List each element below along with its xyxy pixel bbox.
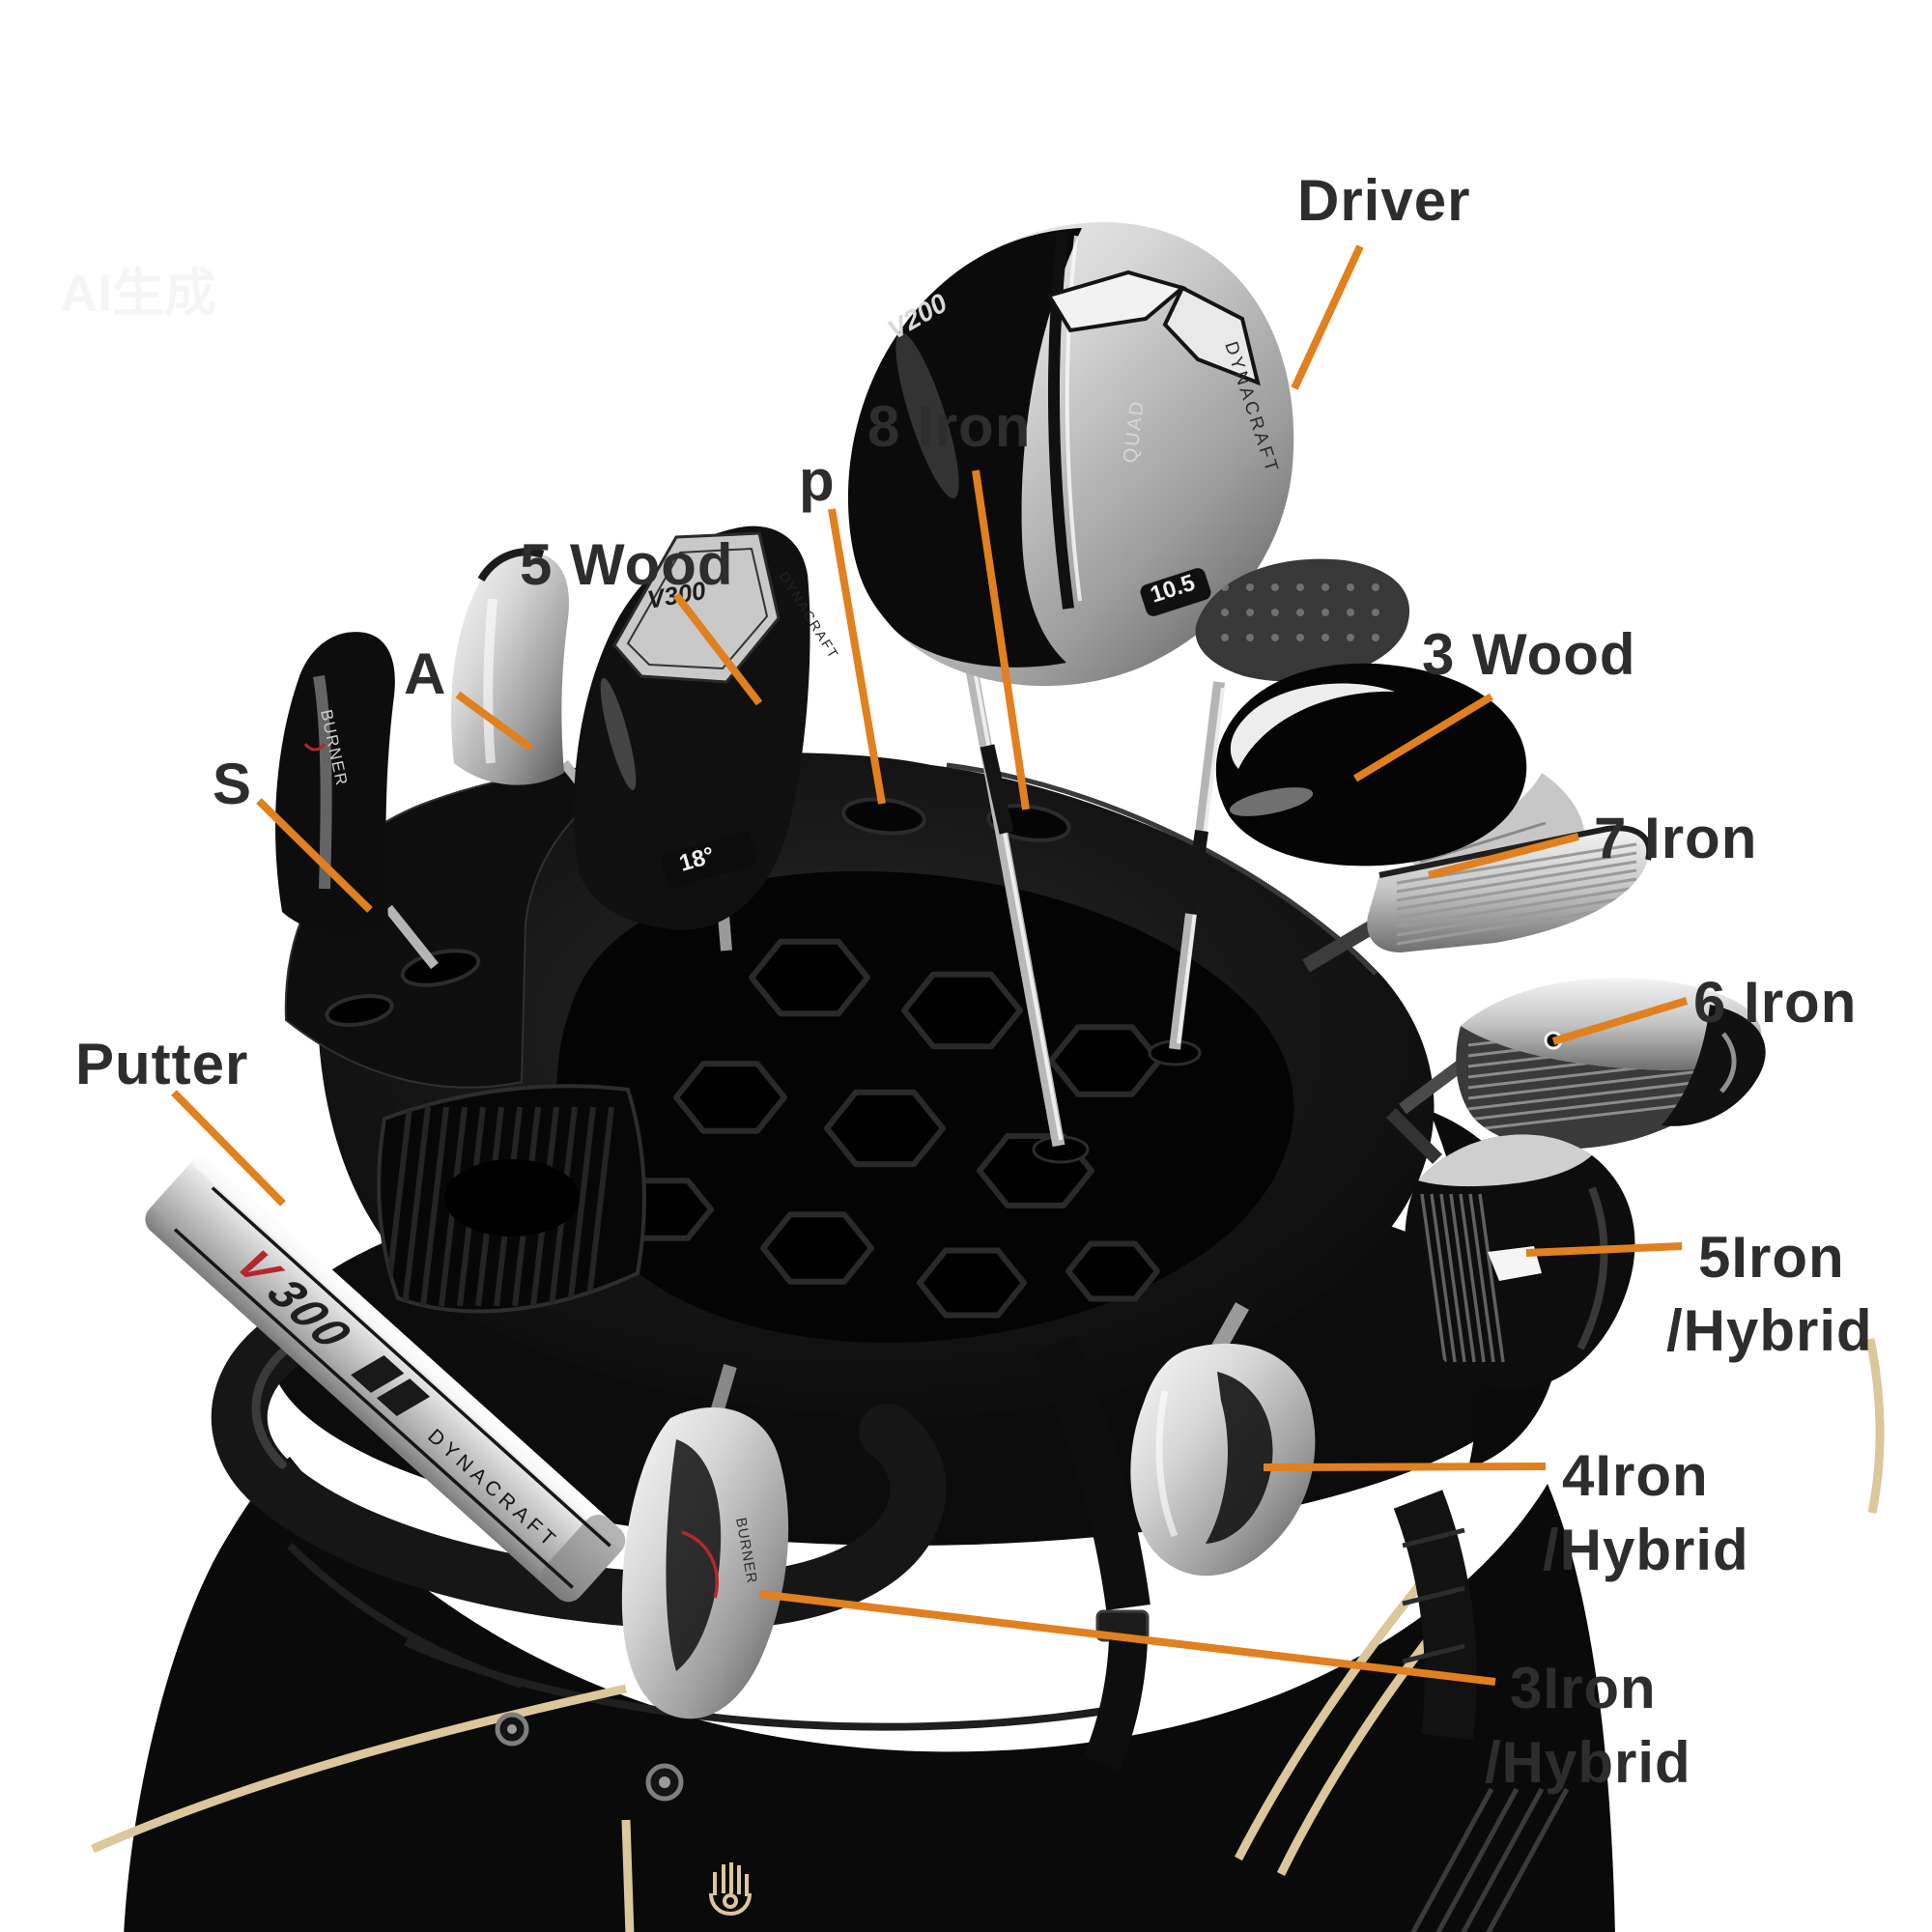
leader-line-wedge-s [256, 798, 373, 913]
hybrid-5-head [1386, 1108, 1635, 1390]
slot-p-wedge [841, 797, 926, 836]
label-iron-4: 4Iron [1562, 1443, 1709, 1508]
tray-hex-hole [760, 1211, 874, 1285]
label-iron-6: 6 Iron [1693, 970, 1857, 1035]
label-iron-5-hybrid: /Hybrid [1666, 1298, 1873, 1363]
label-putter: Putter [75, 1032, 248, 1096]
label-iron-5: 5Iron [1698, 1225, 1845, 1290]
label-wood-5: 5 Wood [520, 532, 734, 597]
bag-stitch-stripes [1410, 1787, 1570, 1932]
label-iron-4-hybrid: /Hybrid [1543, 1518, 1749, 1582]
tray-hex-hole [917, 1247, 1027, 1319]
hybrid-crown-dotted [1195, 558, 1410, 682]
leader-line-iron-4 [1263, 1463, 1547, 1471]
tray-hex-hole [1048, 1024, 1162, 1097]
leader-line-iron-5 [1525, 1242, 1683, 1257]
leader-line-wood-3 [1352, 693, 1494, 782]
ai-watermark: AI生成 [60, 265, 216, 323]
hand-logo [709, 1862, 752, 1916]
label-iron-3-hybrid: /Hybrid [1485, 1730, 1691, 1795]
tray-hex-hole [824, 1089, 946, 1168]
hybrid-3-head: BURNER [621, 1364, 789, 1719]
club-organizer-tray [284, 753, 1435, 1417]
leader-line-putter [171, 1090, 286, 1207]
label-driver: Driver [1297, 168, 1470, 233]
label-iron-3: 3Iron [1510, 1656, 1657, 1720]
label-iron-7: 7 Iron [1594, 806, 1757, 870]
label-wedge-s: S [213, 752, 252, 816]
label-wood-3: 3 Wood [1422, 622, 1636, 687]
bag-rivets [495, 1712, 684, 1802]
bag-body [124, 1457, 1615, 1932]
fairway-shaft [1148, 681, 1225, 1066]
leader-line-wood-5 [672, 592, 763, 706]
leader-line-iron-3 [758, 1590, 1496, 1686]
tray-hex-holes [615, 938, 1162, 1319]
leader-line-wedge-a [455, 691, 533, 752]
leader-line-iron-8 [972, 469, 1030, 810]
hybrid-4-head [1130, 1302, 1316, 1577]
driver-head: V200 QUAD DYNACRAFT 10.5 [847, 221, 1294, 687]
leader-line-iron-7 [1428, 833, 1579, 879]
label-wedge-a: A [404, 641, 446, 706]
label-wedge-p: p [799, 448, 836, 513]
bag-straps [1034, 1336, 1477, 1772]
label-iron-8: 8 Iron [867, 394, 1031, 459]
leader-line-wedge-p [828, 508, 886, 805]
leader-line-iron-6 [1551, 997, 1689, 1045]
leader-line-driver [1291, 244, 1364, 390]
tray-hex-hole [673, 1061, 787, 1134]
iron-6-head [1399, 978, 1766, 1150]
tray-hex-hole [901, 971, 1023, 1050]
tray-hex-hole [749, 938, 870, 1017]
tray-hex-hole [1065, 1240, 1160, 1302]
bag-piping [91, 1338, 1885, 1932]
